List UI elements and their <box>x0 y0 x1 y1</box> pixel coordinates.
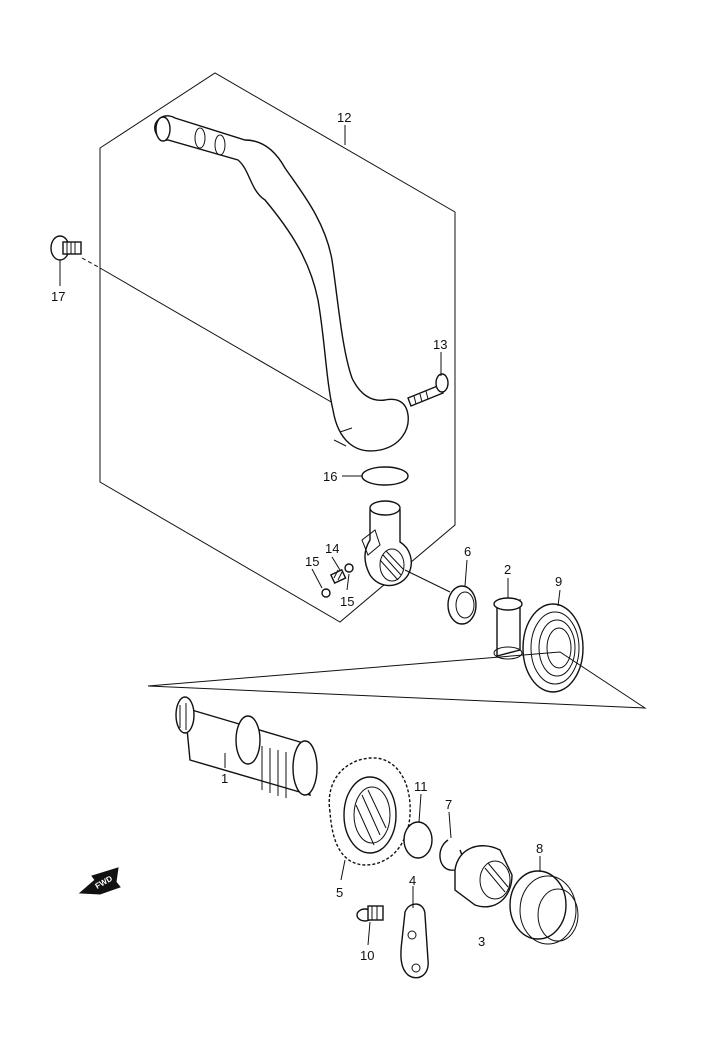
callout-13: 13 <box>433 337 447 352</box>
callout-14: 14 <box>325 541 339 556</box>
kick-gear-5 <box>328 757 411 866</box>
bolt-13 <box>407 373 449 407</box>
assembly-boundary <box>99 72 456 623</box>
leader-17 <box>99 267 346 411</box>
callout-1: 1 <box>221 771 228 786</box>
bolt-17 <box>50 235 82 261</box>
guide-plate-4 <box>400 903 429 979</box>
callout-6: 6 <box>464 544 471 559</box>
leader-dash-17 <box>81 257 101 269</box>
callout-11: 11 <box>414 779 428 794</box>
kick-shaft-boss <box>361 500 412 587</box>
o-ring-16 <box>361 466 409 486</box>
callout-9: 9 <box>555 574 562 589</box>
callout-leaders <box>59 125 561 946</box>
callout-15-upper: 15 <box>305 554 319 569</box>
circlip-11 <box>403 821 433 859</box>
collar-2 <box>493 597 523 660</box>
kick-lever <box>154 115 409 452</box>
ring-6 <box>447 585 477 625</box>
spring-9 <box>522 603 584 693</box>
spring-8 <box>509 870 579 945</box>
spring-14 <box>329 568 347 584</box>
fwd-arrow-icon: FWD <box>78 867 121 895</box>
callout-3: 3 <box>478 934 485 949</box>
callout-2: 2 <box>504 562 511 577</box>
ball-15-a <box>321 588 331 598</box>
lower-guide <box>147 651 647 709</box>
callout-10: 10 <box>360 948 374 963</box>
callout-7: 7 <box>445 797 452 812</box>
callout-8: 8 <box>536 841 543 856</box>
kick-shaft-1 <box>175 696 318 798</box>
callout-16: 16 <box>323 469 337 484</box>
callout-15-lower: 15 <box>340 594 354 609</box>
bolt-10 <box>356 905 384 922</box>
callout-4: 4 <box>409 873 416 888</box>
callout-17: 17 <box>51 289 65 304</box>
ratchet-3 <box>454 845 513 908</box>
callout-12: 12 <box>337 110 351 125</box>
ball-15-b <box>344 563 354 573</box>
callout-5: 5 <box>336 885 343 900</box>
leader-boss <box>404 569 451 593</box>
